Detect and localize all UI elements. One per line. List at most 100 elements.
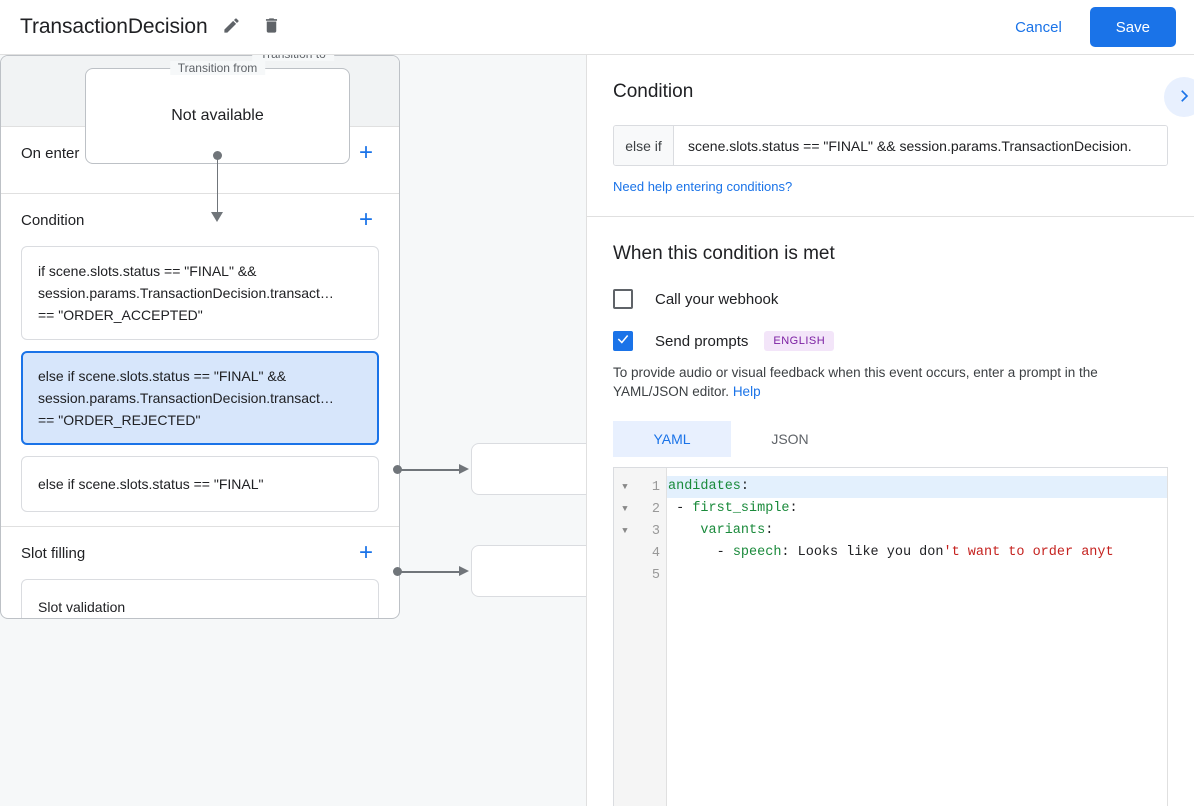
cancel-button[interactable]: Cancel (999, 11, 1078, 44)
code-token-1-1: : (740, 479, 750, 494)
collapse-panel-button[interactable] (1164, 77, 1194, 117)
send-prompts-checkbox[interactable] (613, 331, 633, 351)
code-token-4-3: Looks like you don (789, 545, 944, 560)
checkmark-icon (616, 332, 630, 351)
transition-from-legend: Transition from (169, 61, 266, 75)
condition-card-1[interactable]: else if scene.slots.status == "FINAL" &&… (21, 351, 379, 445)
slot-validation-card[interactable]: Slot validation (21, 579, 379, 618)
send-prompts-row[interactable]: Send prompts ENGLISH (613, 331, 1168, 351)
code-token-3-2: : (765, 523, 774, 538)
editor-code-area[interactable]: andidates: - first_simple: variants: - s… (667, 468, 1168, 806)
prompts-help-link[interactable]: Help (732, 384, 761, 399)
code-line-1[interactable]: andidates: (667, 476, 1168, 498)
condition-card-0-line-1: session.params.TransactionDecision.trans… (38, 285, 334, 301)
when-condition-met-section: When this condition is met Call your web… (587, 217, 1194, 806)
code-line-2[interactable]: - first_simple: (667, 498, 1168, 520)
condition-card-1-line-0: else if scene.slots.status == "FINAL" && (38, 368, 287, 384)
section-slot-filling: Slot filling + Slot validation (1, 527, 399, 618)
prompts-description-text: To provide audio or visual feedback when… (613, 365, 1098, 399)
chevron-right-icon (1175, 87, 1193, 108)
condition-card-1-line-1: session.params.TransactionDecision.trans… (38, 390, 334, 406)
condition-card-0[interactable]: if scene.slots.status == "FINAL" && sess… (21, 246, 379, 340)
connector-arrow-branch-1 (459, 566, 469, 576)
tab-yaml[interactable]: YAML (613, 421, 731, 457)
add-slot-filling-button[interactable]: + (353, 540, 379, 566)
top-bar: TransactionDecision Cancel Save (0, 0, 1194, 55)
line-number-5: 5 (651, 567, 660, 583)
section-on-enter-title: On enter (21, 144, 80, 162)
connector-line-vertical (216, 155, 218, 213)
gutter-line-2: ▼ 2 (614, 498, 666, 520)
gutter-line-3: ▼ 3 (614, 520, 666, 542)
section-on-enter: On enter + (1, 127, 399, 194)
condition-prefix-label: else if (614, 126, 674, 165)
code-token-1-0: andidates (668, 479, 741, 494)
language-badge: ENGLISH (764, 331, 835, 351)
condition-card-2[interactable]: else if scene.slots.status == "FINAL" (21, 456, 379, 512)
section-slot-filling-head: Slot filling + (21, 527, 379, 579)
fold-toggle-icon-3[interactable]: ▼ (622, 526, 628, 536)
connector-dot-branch-0 (393, 465, 402, 474)
code-line-3[interactable]: variants: (667, 520, 1168, 542)
gutter-line-4: 4 (614, 542, 666, 564)
pencil-icon (222, 16, 241, 38)
condition-card-2-line-0: else if scene.slots.status == "FINAL" (38, 476, 264, 492)
fold-toggle-icon-2[interactable]: ▼ (622, 504, 628, 514)
section-slot-filling-title: Slot filling (21, 544, 86, 562)
connector-arrow-down (211, 212, 223, 222)
connector-line-branch-1 (400, 571, 465, 573)
connector-arrow-branch-0 (459, 464, 469, 474)
code-line-4[interactable]: - speech: Looks like you don't want to o… (667, 542, 1168, 564)
stub-node-1[interactable] (471, 545, 586, 597)
code-token-2-2: : (789, 501, 798, 516)
code-token-2-0: - (668, 501, 693, 516)
condition-card-0-line-0: if scene.slots.status == "FINAL" && (38, 263, 257, 279)
edit-button[interactable] (216, 11, 248, 43)
add-on-enter-button[interactable]: + (353, 140, 379, 166)
add-condition-button[interactable]: + (353, 207, 379, 233)
code-token-3-0 (668, 523, 700, 538)
line-number-1: 1 (651, 479, 660, 495)
save-button[interactable]: Save (1089, 7, 1176, 47)
graph-canvas[interactable]: Transition from Not available Transition… (0, 55, 586, 806)
gutter-line-1: ▼ 1 (614, 476, 666, 498)
transition-from-value: Not available (171, 107, 264, 124)
call-webhook-checkbox[interactable] (613, 289, 633, 309)
section-condition: Condition + if scene.slots.status == "FI… (1, 194, 399, 527)
code-token-4-0: - (668, 545, 733, 560)
code-token-2-1: first_simple (692, 501, 790, 516)
webhook-row[interactable]: Call your webhook (613, 289, 1168, 309)
trash-icon (262, 16, 281, 38)
condition-help-link[interactable]: Need help entering conditions? (613, 179, 793, 194)
delete-button[interactable] (256, 11, 288, 43)
connector-line-branch-0 (400, 469, 465, 471)
code-editor[interactable]: ▼ 1 ▼ 2 ▼ 3 4 (613, 467, 1168, 806)
line-number-4: 4 (651, 545, 660, 561)
condition-card-1-line-2: == "ORDER_REJECTED" (38, 412, 201, 428)
condition-expression-input[interactable] (674, 126, 1167, 165)
prompts-description: To provide audio or visual feedback when… (613, 363, 1168, 401)
fold-toggle-icon-1[interactable]: ▼ (622, 482, 628, 492)
tab-json[interactable]: JSON (731, 421, 849, 457)
page-title: TransactionDecision (20, 15, 208, 38)
code-token-3-1: variants (700, 523, 766, 538)
gutter-line-5: 5 (614, 564, 666, 586)
code-token-4-1: speech (732, 545, 782, 560)
transition-from-node[interactable]: Transition from Not available (85, 61, 350, 164)
code-token-4-4: 't want to order anyt (943, 545, 1114, 560)
section-on-enter-head: On enter + (21, 127, 379, 179)
stub-node-0[interactable] (471, 443, 586, 495)
editor-format-tabs: YAML JSON (613, 421, 1168, 457)
send-prompts-label: Send prompts (655, 332, 749, 350)
condition-input-row[interactable]: else if (613, 125, 1168, 166)
section-condition-head: Condition + (21, 194, 379, 246)
line-number-3: 3 (651, 523, 660, 539)
condition-heading: Condition (613, 81, 694, 102)
connector-dot-branch-1 (393, 567, 402, 576)
editor-vertical-scrollbar[interactable] (1167, 468, 1168, 806)
call-webhook-label: Call your webhook (655, 290, 779, 308)
code-line-5[interactable] (667, 564, 1168, 586)
when-condition-met-heading: When this condition is met (613, 243, 835, 264)
section-condition-title: Condition (21, 211, 85, 229)
